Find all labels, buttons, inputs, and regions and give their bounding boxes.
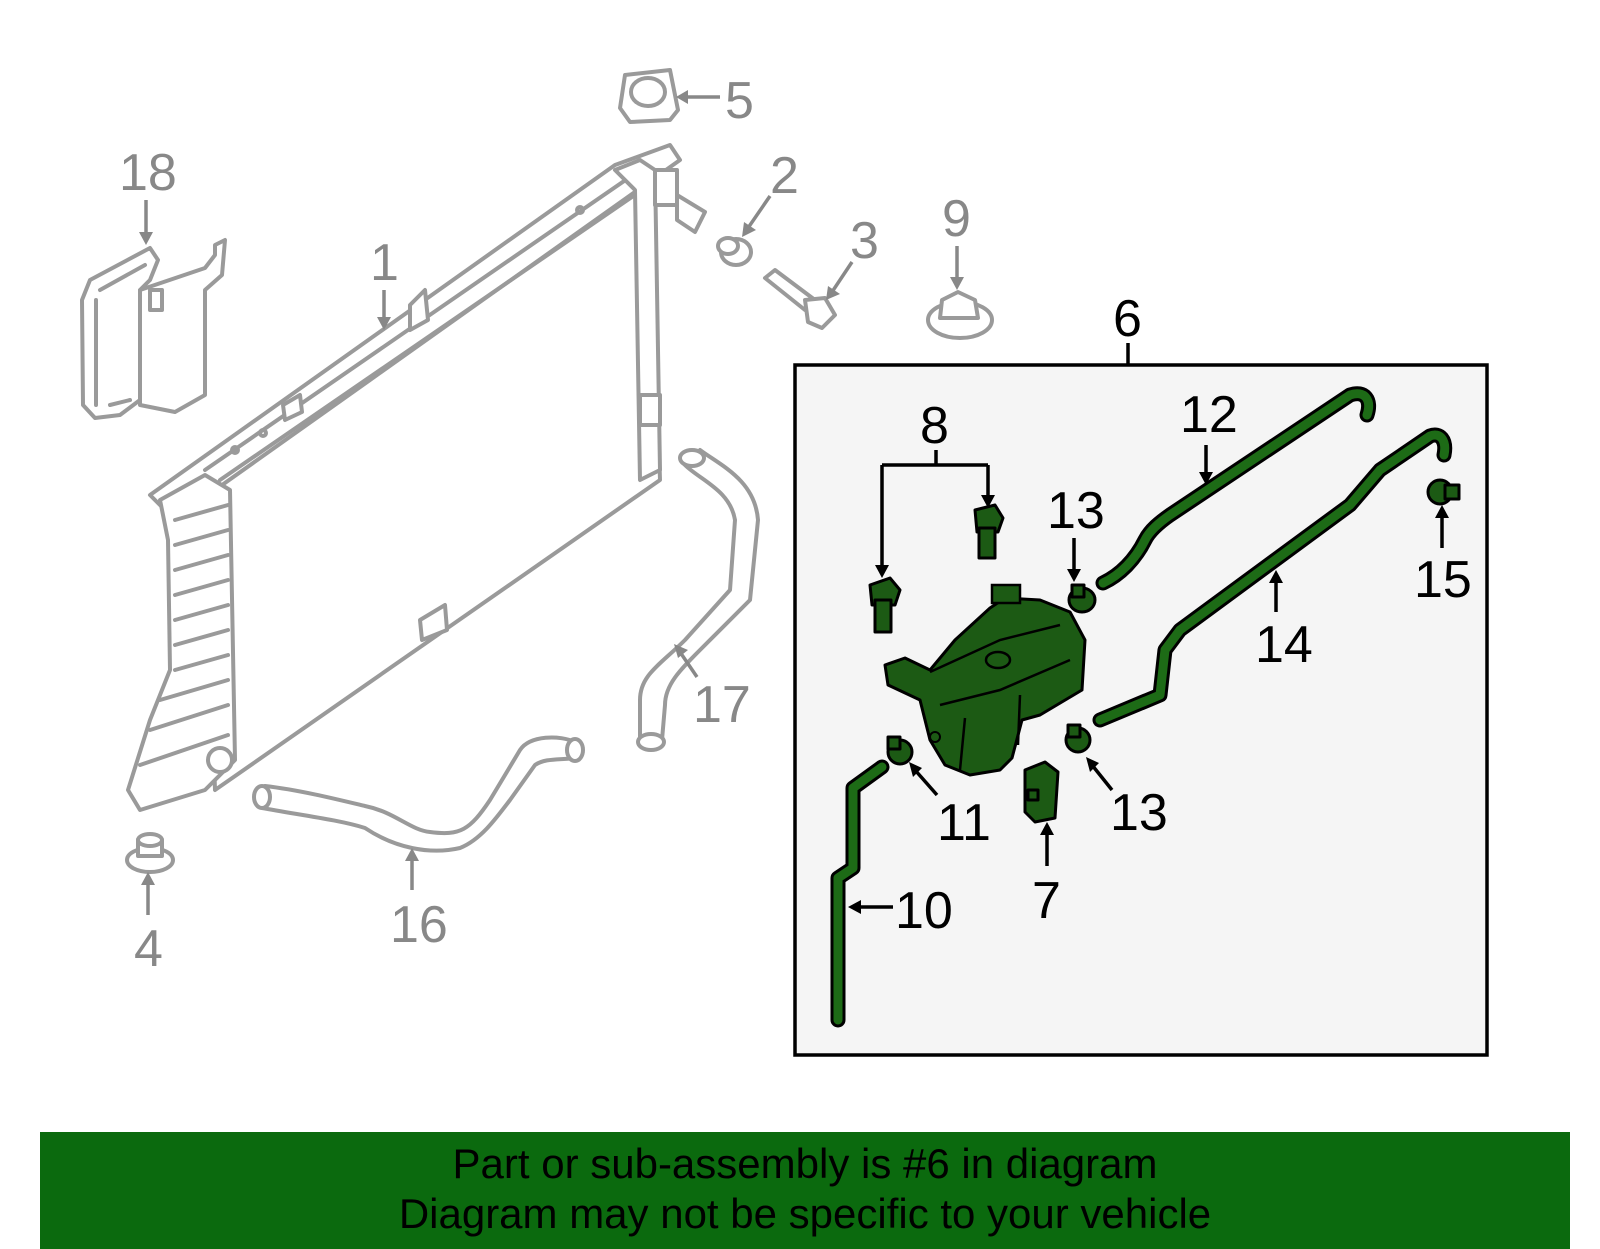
footer-banner: Part or sub-assembly is #6 in diagram Di… <box>40 1132 1570 1249</box>
callout-8: 8 <box>920 397 949 455</box>
leaders-black <box>848 343 1449 914</box>
callout-2: 2 <box>770 147 799 205</box>
clamp-13-upper[interactable] <box>1067 583 1097 614</box>
lower-hose[interactable] <box>252 735 585 853</box>
callout-labels: 5 18 2 1 3 9 4 16 17 6 8 12 13 15 14 11 … <box>119 72 1472 978</box>
callout-14: 14 <box>1255 616 1313 674</box>
radiator[interactable] <box>126 143 707 812</box>
callout-13-upper: 13 <box>1047 482 1105 540</box>
callout-18: 18 <box>119 144 177 202</box>
callout-5: 5 <box>725 72 754 130</box>
radiator-cap[interactable] <box>618 68 680 124</box>
callout-15: 15 <box>1414 551 1472 609</box>
air-deflector[interactable] <box>80 238 227 420</box>
grommet[interactable] <box>716 236 753 267</box>
hose-10[interactable] <box>830 759 890 1028</box>
callout-3: 3 <box>850 212 879 270</box>
reservoir-tank[interactable] <box>883 583 1087 777</box>
callout-10: 10 <box>895 882 953 940</box>
footer-note-disclaimer: Diagram may not be specific to your vehi… <box>398 1190 1212 1237</box>
clamp-13-lower[interactable] <box>1064 723 1092 754</box>
callout-6: 6 <box>1113 290 1142 348</box>
callout-17: 17 <box>693 676 751 734</box>
callout-13-lower: 13 <box>1110 784 1168 842</box>
hose-12[interactable] <box>1095 386 1377 591</box>
upper-hose[interactable] <box>636 448 760 752</box>
callout-7: 7 <box>1032 872 1061 930</box>
callout-12: 12 <box>1180 386 1238 444</box>
callout-4: 4 <box>134 920 163 978</box>
hose-14[interactable] <box>1092 427 1453 728</box>
bolt-8a[interactable] <box>868 576 902 634</box>
clamp-11[interactable] <box>886 735 914 766</box>
mount-insulator[interactable] <box>125 832 175 874</box>
reservoir-cap[interactable] <box>926 290 994 340</box>
footer-note-part: Part or sub-assembly is #6 in diagram <box>452 1140 1158 1187</box>
leaders-gray <box>139 90 964 915</box>
clamp-15[interactable] <box>1426 478 1461 506</box>
callout-11: 11 <box>937 794 991 852</box>
bracket-7[interactable] <box>1023 760 1060 824</box>
bolt[interactable] <box>763 268 837 330</box>
callout-9: 9 <box>942 190 971 248</box>
callout-1: 1 <box>370 234 399 292</box>
callout-16: 16 <box>390 896 448 954</box>
bolt-8b[interactable] <box>973 503 1005 560</box>
